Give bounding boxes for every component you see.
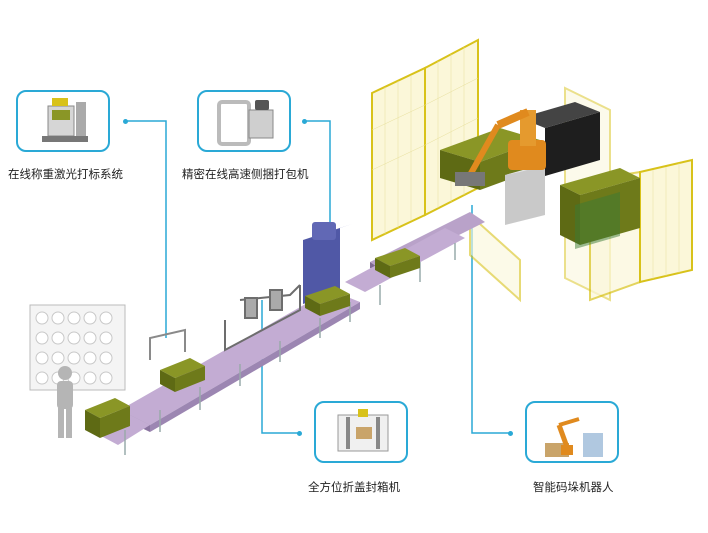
fence-mesh — [371, 47, 680, 279]
sealing-machine-frame — [224, 284, 301, 352]
label-weighing: 在线称重激光打标系统 — [8, 167, 123, 181]
pallet-stack-right — [560, 168, 640, 249]
yarn-rack — [29, 304, 126, 391]
palletizing-robot-icon — [545, 417, 603, 457]
strapping-machine-icon — [217, 100, 274, 146]
connector-dot-sealing — [297, 431, 302, 436]
connector-dot-palletizing — [508, 431, 513, 436]
strapping-machine — [303, 222, 352, 304]
callout-strapping — [197, 90, 291, 152]
conveyor-boxes — [85, 248, 420, 438]
label-strapping: 精密在线高速侧捆打包机 — [182, 167, 309, 181]
worker-figure — [57, 366, 73, 438]
callout-weighing — [16, 90, 110, 152]
connector-weighing — [126, 120, 167, 338]
weighing-system-icon — [42, 98, 88, 142]
black-machine — [520, 102, 600, 176]
label-palletizing: 智能码垛机器人 — [533, 480, 614, 494]
connector-dot-strapping — [302, 119, 307, 124]
callout-sealing — [314, 401, 408, 463]
weighing-frame — [149, 328, 186, 360]
label-sealing: 全方位折盖封箱机 — [308, 480, 400, 494]
connector-palletizing — [471, 205, 510, 434]
callout-palletizing — [525, 401, 619, 463]
sealing-machine-icon — [337, 409, 389, 452]
connector-dot-weighing — [123, 119, 128, 124]
connector-strapping — [305, 120, 331, 222]
palletizing-robot — [455, 108, 546, 225]
